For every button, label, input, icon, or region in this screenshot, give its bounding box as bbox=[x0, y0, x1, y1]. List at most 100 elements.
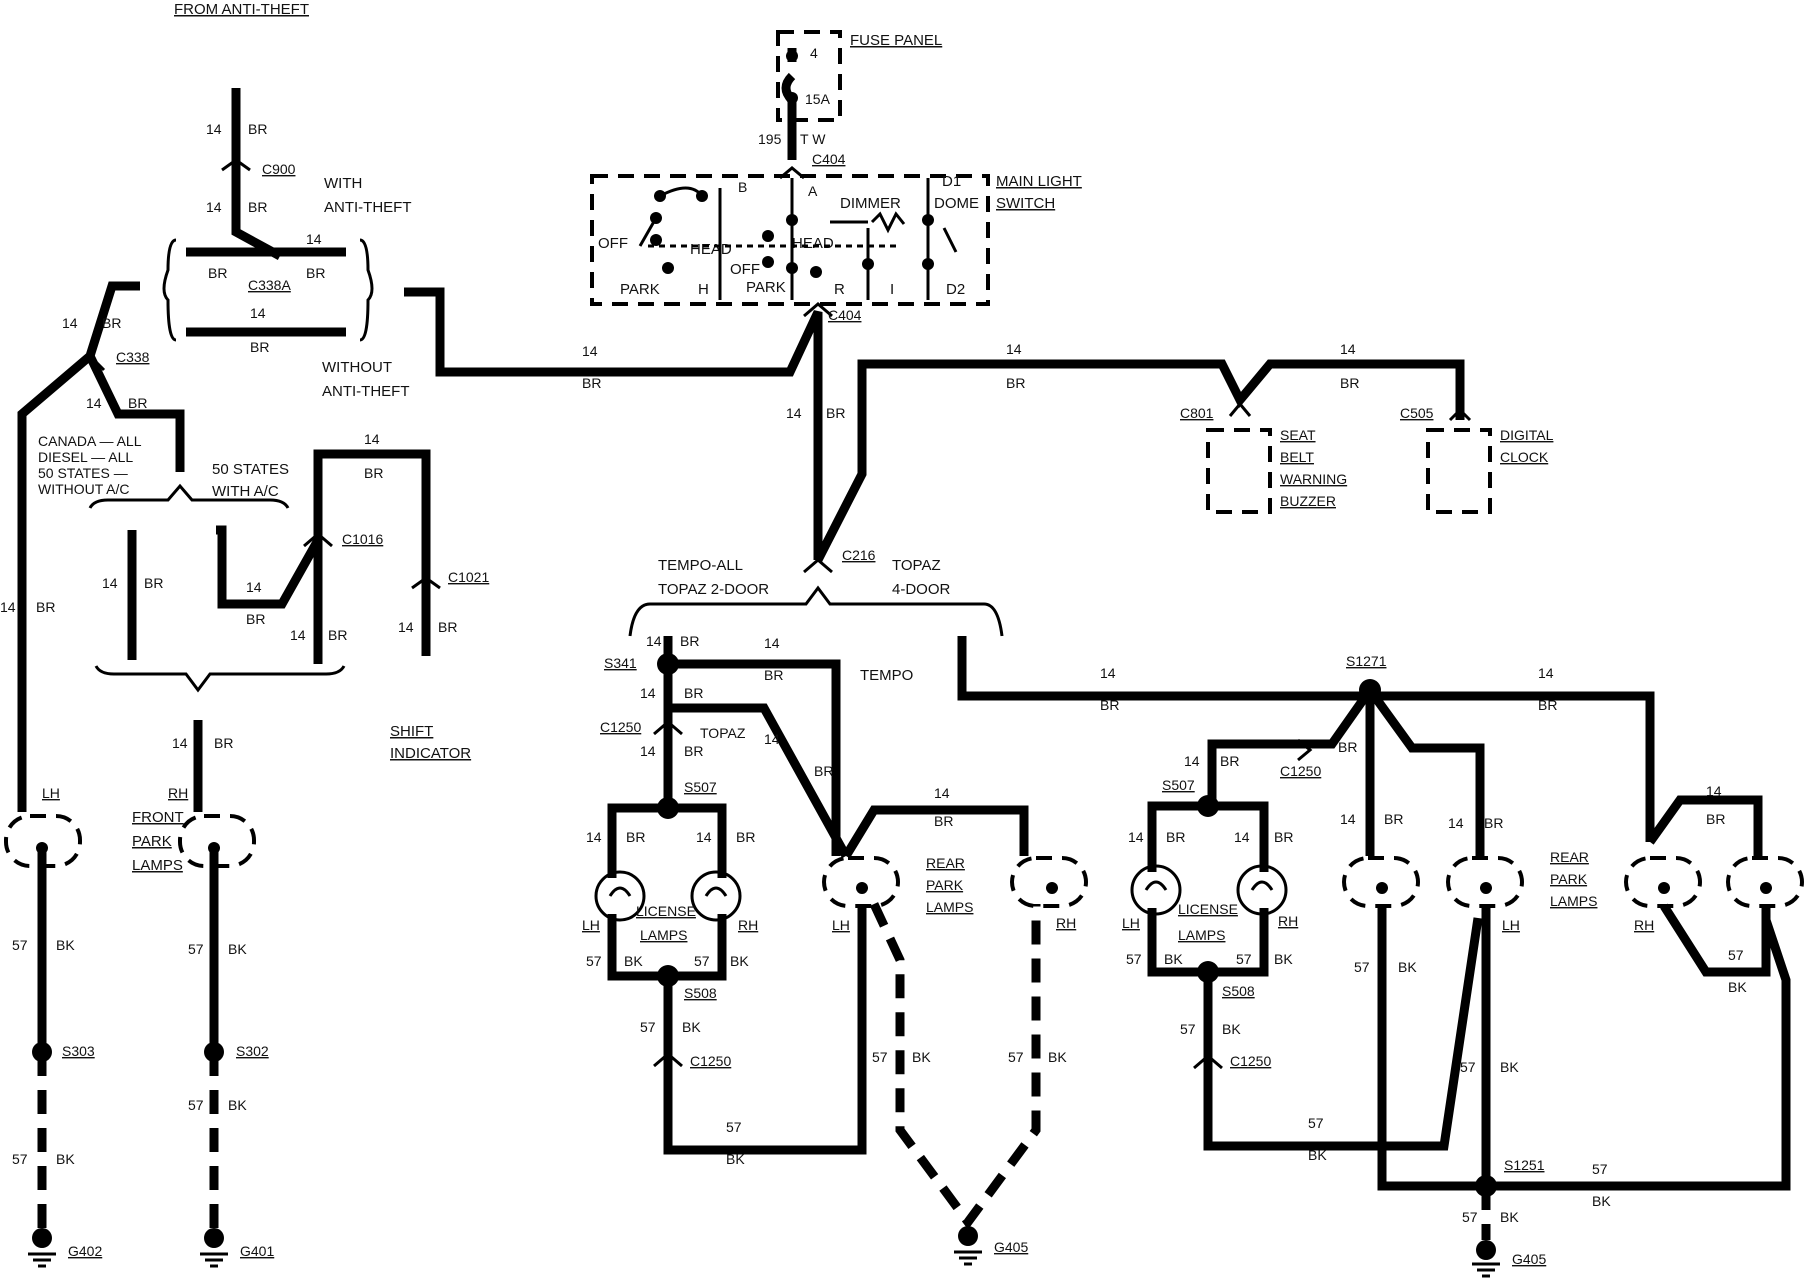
s303-splice bbox=[32, 1042, 52, 1062]
wire-rear-ground-4door-a bbox=[1377, 906, 1791, 1191]
without-anti-theft-1: WITHOUT bbox=[322, 359, 392, 376]
c1250-lower-left-label: C1250 bbox=[690, 1053, 731, 1069]
g405-left-ground-dot bbox=[958, 1226, 978, 1246]
anti-theft-jumpers bbox=[186, 247, 346, 337]
wire-color-10: BR bbox=[246, 611, 265, 627]
wire-gauge-31: 57 bbox=[1008, 1049, 1024, 1065]
c404-bottom-label: C404 bbox=[828, 307, 862, 323]
g402-ground-symbol bbox=[28, 1252, 56, 1268]
wire-gauge-29: 14 bbox=[934, 785, 950, 801]
topaz-4door: 4-DOOR bbox=[892, 581, 951, 598]
gauge-57-b: 57 bbox=[12, 1151, 28, 1167]
wire-rear-ground-2door bbox=[869, 902, 1041, 1230]
wire-shift-indicator bbox=[313, 449, 431, 656]
rear-park-2-2door: PARK bbox=[926, 877, 964, 893]
terminal-d1: D1 bbox=[942, 173, 961, 190]
wire-color-30: BR bbox=[934, 813, 953, 829]
front-park-lamps: LH RH FRONT PARK LAMPS S303 57 BK 57 BK … bbox=[4, 785, 274, 1268]
fuse-panel: 4 15A FUSE PANEL 195 T W C404 bbox=[758, 30, 942, 180]
s507-left-label: S507 bbox=[684, 779, 717, 795]
color-bk-b: BK bbox=[56, 1151, 75, 1167]
rear-park-3-4door: LAMPS bbox=[1550, 893, 1597, 909]
gauge-57-c: 57 bbox=[188, 941, 204, 957]
license-lamp-rh-4door bbox=[1236, 864, 1288, 916]
wire-color-49: BR bbox=[1706, 811, 1725, 827]
circuit-195: 195 bbox=[758, 131, 782, 147]
wire-gauge-27: 57 bbox=[640, 1019, 656, 1035]
clock-1: DIGITAL bbox=[1500, 427, 1554, 443]
wire-color-26: BK bbox=[624, 953, 643, 969]
wire-color-31: BK bbox=[912, 1049, 931, 1065]
wire-color-9: BR bbox=[144, 575, 163, 591]
center-trunk: C404 14 BR 14 BR 14 BR 14 BR C801 SEAT B… bbox=[404, 287, 1554, 637]
switch-park-left: PARK bbox=[620, 281, 660, 298]
wire-color-20: BR bbox=[764, 667, 783, 683]
switch-contact-a bbox=[786, 214, 798, 226]
switch-contact-offr bbox=[762, 256, 774, 268]
wire-gauge-28: 57 bbox=[726, 1119, 742, 1135]
wire-color-41: BK bbox=[1222, 1021, 1241, 1037]
wire-color-48: BK bbox=[1500, 1209, 1519, 1225]
switch-internal-lines bbox=[638, 178, 958, 300]
terminal-h: H bbox=[698, 281, 709, 298]
wire-color-35: BR bbox=[1338, 739, 1357, 755]
with-anti-theft-2: ANTI-THEFT bbox=[324, 199, 412, 216]
wire-gauge-43: 57 bbox=[1354, 959, 1370, 975]
rear-lamp-4door-3 bbox=[1624, 856, 1702, 908]
wire-color-18: BR bbox=[1340, 375, 1359, 391]
fuse-number: 4 bbox=[810, 45, 818, 61]
front-park-1: FRONT bbox=[132, 809, 184, 826]
digital-clock-box bbox=[1426, 428, 1492, 514]
wire-color-4: BR bbox=[306, 265, 325, 281]
option-bracket-top bbox=[88, 483, 290, 509]
switch-off-right: OFF bbox=[730, 261, 760, 278]
g401-ground-symbol bbox=[200, 1252, 228, 1268]
c1250-upper-right-connector bbox=[1297, 738, 1313, 762]
g401-label: G401 bbox=[240, 1243, 274, 1259]
canada-1: CANADA — ALL bbox=[38, 433, 142, 449]
wire-color-43: BR bbox=[1384, 811, 1403, 827]
s303-label: S303 bbox=[62, 1043, 95, 1059]
main-light-switch-box bbox=[590, 174, 990, 306]
wire-color-47: BK bbox=[1592, 1193, 1611, 1209]
front-lh-label: LH bbox=[42, 785, 60, 801]
wire-s508-right-to-rear bbox=[1203, 917, 1483, 1151]
color-bk-c: BK bbox=[228, 941, 247, 957]
anti-theft-brackets bbox=[162, 238, 374, 342]
seat-2: BELT bbox=[1280, 449, 1314, 465]
dimmer-label: DIMMER bbox=[840, 195, 901, 212]
switch-off-left: OFF bbox=[598, 235, 628, 252]
dome-label: DOME bbox=[934, 195, 979, 212]
switch-contact-park bbox=[650, 234, 662, 246]
wire-gauge-36: 14 bbox=[1234, 829, 1250, 845]
wire-gauge-5: 14 bbox=[62, 315, 78, 331]
wire-color-1: BR bbox=[248, 121, 267, 137]
main-light-switch: A B D1 DOME DIMMER OFF HEAD PARK H HEAD … bbox=[590, 173, 1082, 306]
wire-without-anti-theft-to-switch bbox=[404, 287, 823, 560]
wire-color-6: BR bbox=[102, 315, 121, 331]
g402-ground-dot bbox=[32, 1228, 52, 1248]
wire-gauge-6: 14 bbox=[86, 395, 102, 411]
wire-gauge-47: 14 bbox=[1706, 783, 1722, 799]
front-park-3: LAMPS bbox=[132, 857, 183, 874]
wire-color-39: BK bbox=[1164, 951, 1183, 967]
rear-lamp-4door-4 bbox=[1726, 856, 1804, 908]
wire-gauge-24: 14 bbox=[696, 829, 712, 845]
wire-gauge-9: 14 bbox=[246, 579, 262, 595]
s507-right-label: S507 bbox=[1162, 777, 1195, 793]
states-1: 50 STATES bbox=[212, 461, 289, 478]
wire-gauge-7: 14 bbox=[0, 599, 16, 615]
wire-rear-lh-to-rh bbox=[842, 805, 1029, 859]
wire-color-28: BK bbox=[682, 1019, 701, 1035]
c1250-upper-left-label: C1250 bbox=[600, 719, 641, 735]
gauge-57-d: 57 bbox=[188, 1097, 204, 1113]
wire-far-right-rear bbox=[1646, 795, 1763, 856]
c216-connector bbox=[803, 558, 833, 574]
wire-color-44: BR bbox=[1484, 815, 1503, 831]
wire-color-36: BR bbox=[1220, 753, 1239, 769]
seat-3: WARNING bbox=[1280, 471, 1347, 487]
rear-lamp-4door-4-terminal bbox=[1760, 882, 1772, 894]
without-anti-theft-2: ANTI-THEFT bbox=[322, 383, 410, 400]
wire-gauge-48: 57 bbox=[1728, 947, 1744, 963]
rear-rh-lamp-2door-terminal bbox=[1046, 882, 1058, 894]
